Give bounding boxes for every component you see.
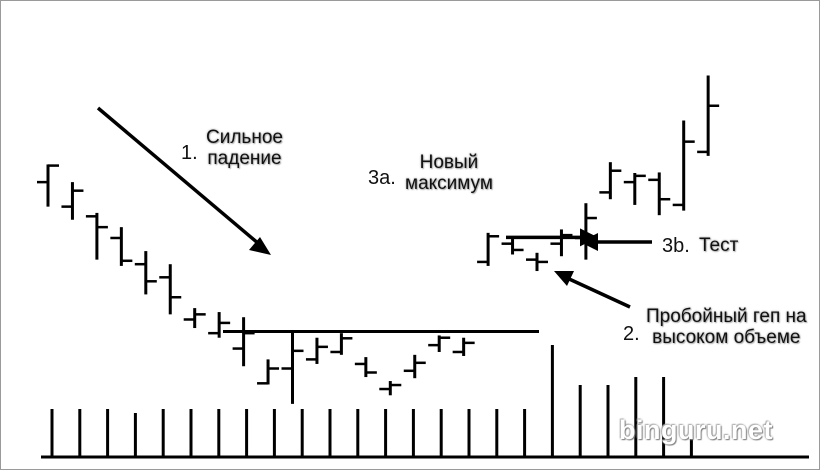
- ohlc-bar: [452, 337, 475, 356]
- ohlc-bar: [61, 182, 84, 220]
- ohlc-bar: [623, 173, 646, 205]
- ohlc-bar: [305, 337, 328, 364]
- test-arrow: [580, 233, 652, 251]
- ohlc-bar: [37, 164, 59, 207]
- ohlc-bar: [403, 354, 426, 379]
- ohlc-bar: [697, 75, 720, 156]
- new-high-label: Новый максимум: [405, 152, 493, 194]
- ohlc-bar: [477, 232, 500, 266]
- watermark: binguru.net: [619, 415, 773, 445]
- gap-number: 2.: [623, 323, 640, 345]
- ohlc-bar: [648, 172, 671, 216]
- ohlc-bar: [379, 381, 402, 396]
- ohlc-bar: [330, 333, 353, 355]
- ohlc-bar: [672, 120, 695, 211]
- new-high-number: 3a.: [368, 167, 396, 189]
- ohlc-bar: [159, 264, 182, 315]
- test-number: 3b.: [662, 235, 690, 257]
- new-high-line-1: Новый: [419, 152, 479, 173]
- strong-drop-label: Сильное падение: [206, 127, 283, 169]
- strong-drop-line-1: Сильное: [206, 127, 283, 148]
- gap-line-2: высоком объеме: [652, 327, 801, 348]
- ohlc-bar: [85, 212, 108, 260]
- ohlc-bar: [232, 317, 255, 367]
- price-bars: [37, 75, 720, 404]
- gap-line-1: Пробойный геп на: [646, 306, 807, 327]
- strong-drop-arrow: [96, 106, 271, 255]
- test-label: Тест: [699, 235, 739, 256]
- ohlc-bar: [134, 251, 157, 295]
- ohlc-bar: [501, 237, 524, 255]
- ohlc-bar: [354, 357, 377, 378]
- volume-bars: [50, 345, 693, 457]
- strong-drop-line-2: падение: [207, 148, 282, 169]
- ohlc-bar: [208, 312, 231, 338]
- ohlc-bar: [550, 229, 573, 257]
- gap-label: Пробойный геп на высоком объеме: [646, 306, 807, 348]
- ohlc-bar: [526, 252, 548, 272]
- strong-drop-number: 1.: [181, 142, 198, 164]
- ohlc-bar: [428, 335, 451, 352]
- gap-arrow: [554, 271, 631, 309]
- new-high-line-2: максимум: [405, 173, 493, 194]
- ohlc-bar: [110, 227, 133, 266]
- ohlc-bar: [599, 162, 622, 200]
- ohlc-bar: [281, 330, 304, 404]
- ohlc-bar: [183, 308, 206, 329]
- ohlc-bar: [257, 359, 280, 385]
